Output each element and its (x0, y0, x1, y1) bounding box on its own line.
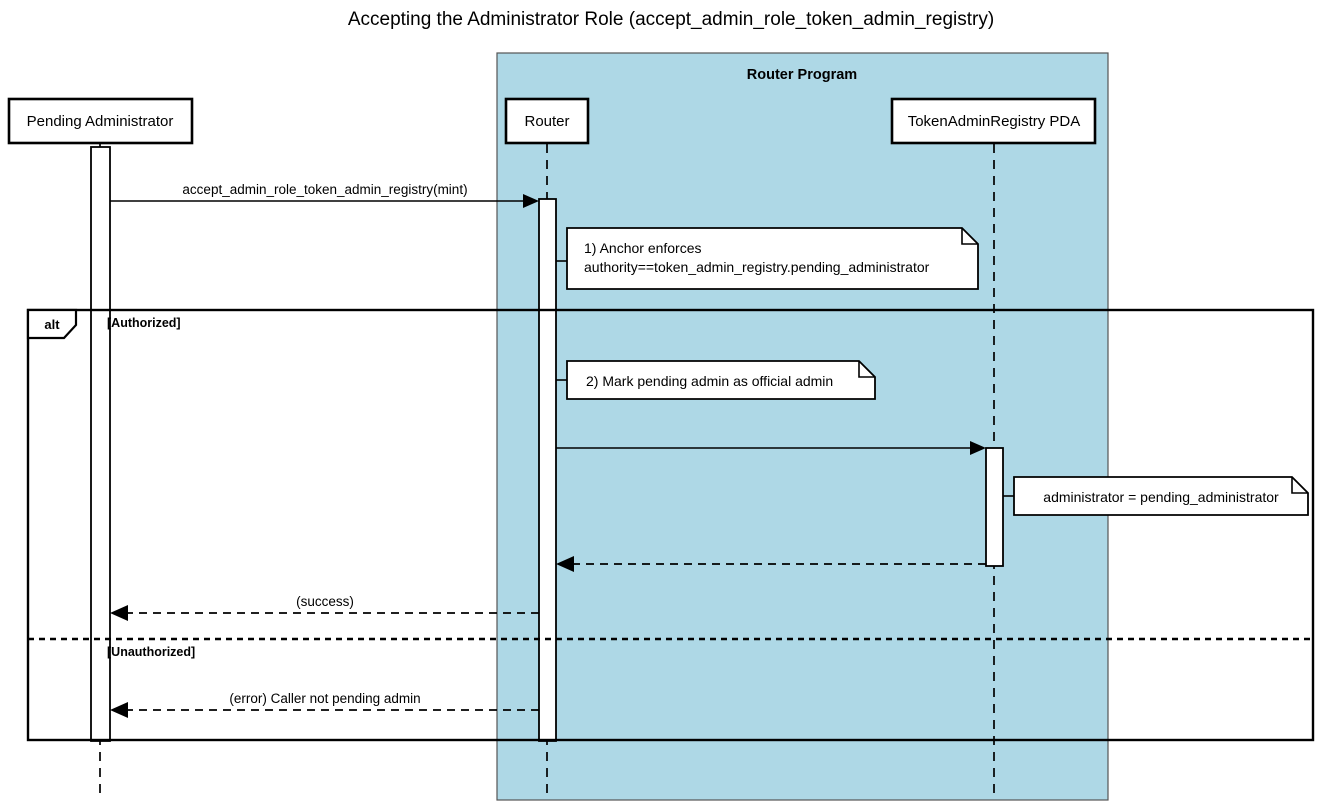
arrowhead-registry-return (556, 556, 574, 572)
diagram-title: Accepting the Administrator Role (accept… (348, 9, 994, 30)
note-line-anchor-enforces-2: authority==token_admin_registry.pending_… (584, 259, 930, 275)
note-fold-administrator-assign (1291, 477, 1308, 494)
fragment-guard-unauthorized: [Unauthorized] (107, 645, 195, 659)
activation-bar-router (538, 198, 557, 742)
participant-box-router[interactable] (504, 97, 590, 145)
note-line-administrator-assign-1: administrator = pending_administrator (1043, 489, 1279, 505)
note-line-mark-pending-admin-1: 2) Mark pending admin as official admin (586, 373, 833, 389)
note-box-administrator-assign (1013, 476, 1309, 516)
note-fold-mark-pending-admin (858, 361, 875, 378)
arrowhead-accept-admin-role (523, 194, 539, 208)
note-box-anchor-enforces (566, 227, 979, 290)
fragment-operator-label-alt: alt (44, 317, 60, 332)
arrowhead-mark-admin-call (970, 441, 986, 455)
note-fold-anchor-enforces (961, 228, 978, 245)
fragment-frame-alt (26, 308, 1315, 742)
message-label-error: (error) Caller not pending admin (229, 691, 420, 706)
activation-bar-token-admin-registry-pda (985, 447, 1004, 567)
arrowhead-success (110, 605, 128, 621)
participant-label-pending-administrator: Pending Administrator (27, 113, 174, 130)
arrowhead-error (110, 702, 128, 718)
message-label-accept-admin-role: accept_admin_role_token_admin_registry(m… (182, 182, 467, 197)
note-box-mark-pending-admin (566, 360, 876, 400)
participant-label-router: Router (524, 113, 569, 130)
message-label-success: (success) (296, 594, 354, 609)
fragment-guard-authorized: [Authorized] (107, 316, 181, 330)
participant-label-token-admin-registry-pda: TokenAdminRegistry PDA (908, 113, 1081, 130)
group-box-router-program (496, 52, 1109, 801)
note-line-anchor-enforces-1: 1) Anchor enforces (584, 240, 702, 256)
participant-box-token-admin-registry-pda[interactable] (890, 97, 1097, 145)
participant-box-pending-administrator[interactable] (7, 97, 194, 145)
group-title-router-program: Router Program (747, 67, 857, 83)
fragment-operator-tab-alt (26, 308, 78, 340)
